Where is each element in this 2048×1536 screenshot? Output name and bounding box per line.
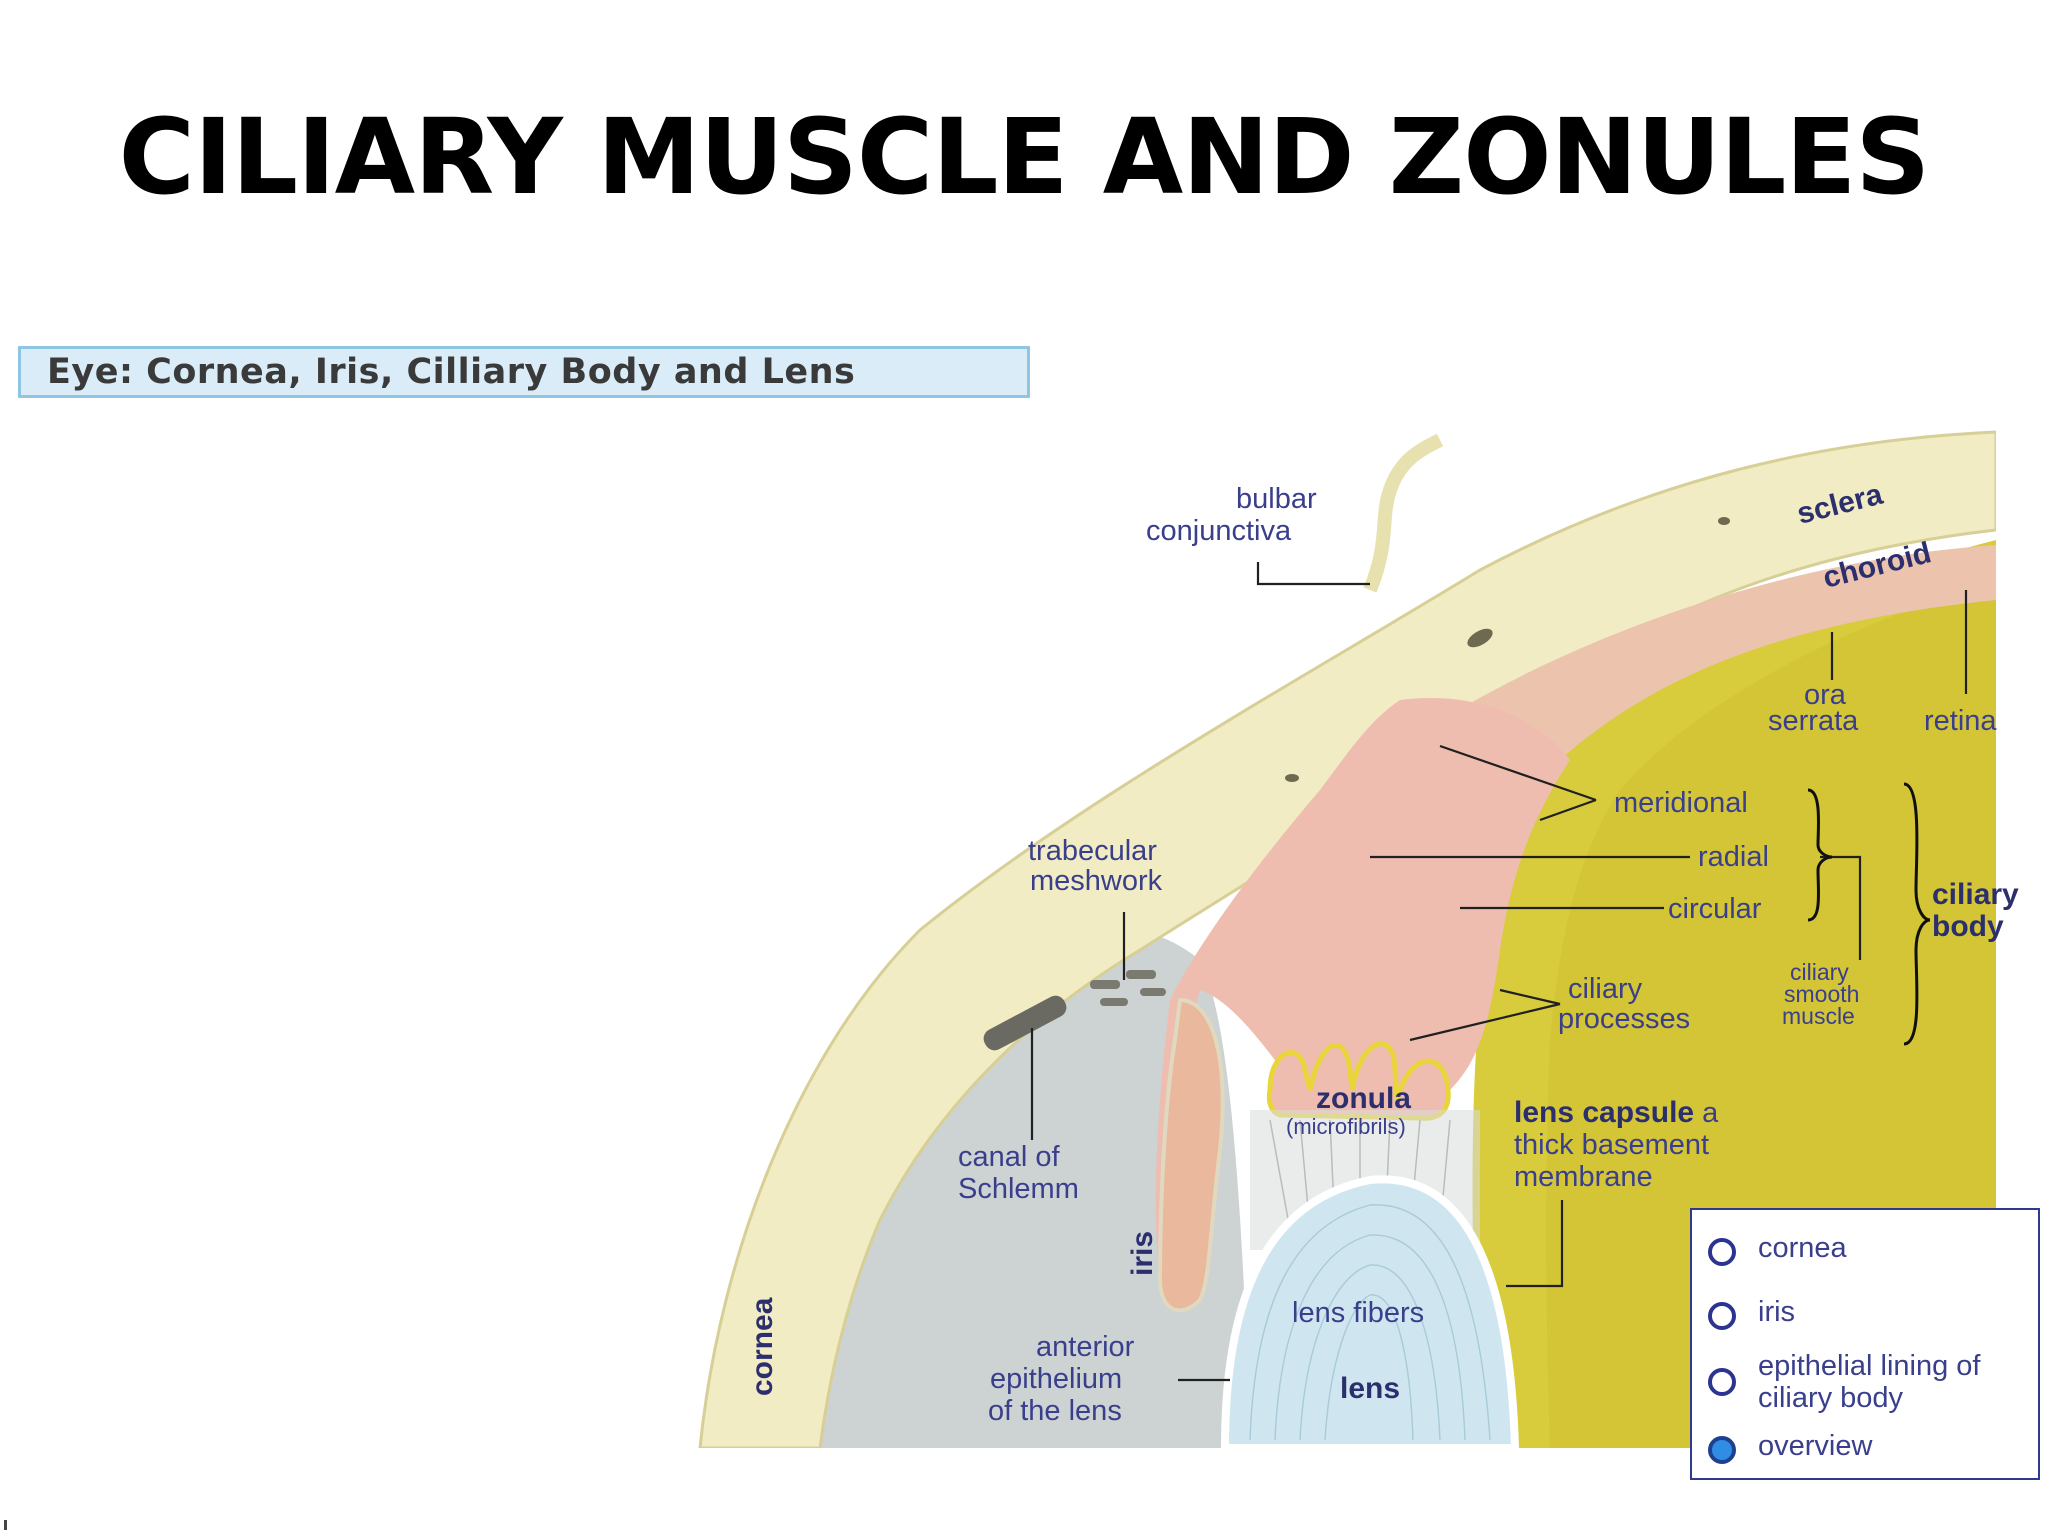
- sclera-region: [698, 430, 1996, 1448]
- ciliary-body-brace: [1903, 782, 1931, 1046]
- ciliary-body-region: [1155, 698, 1570, 1297]
- lens-shape: [1220, 1175, 1520, 1448]
- canal-of-schlemm-shape: [983, 995, 1067, 1051]
- label-lens-capsule: lens capsule a: [1514, 1096, 1719, 1129]
- label-lens: lens: [1340, 1372, 1400, 1405]
- label-muscle-ciliary: ciliary: [1790, 959, 1849, 985]
- label-lens-capsule-bold: lens capsule: [1514, 1096, 1694, 1129]
- label-meridional: meridional: [1614, 787, 1748, 819]
- leader-muscle-bracket: [1820, 855, 1862, 960]
- radio-overview-icon[interactable]: [1708, 1436, 1736, 1464]
- label-microfibrils: (microfibrils): [1286, 1114, 1406, 1139]
- slide-title: CILIARY MUSCLE AND ZONULES: [118, 96, 1931, 218]
- legend-item-iris[interactable]: iris: [1708, 1296, 1795, 1330]
- legend-item-epithelial[interactable]: epithelial lining of ciliary body: [1708, 1350, 2028, 1414]
- label-meshwork: meshwork: [1030, 865, 1163, 897]
- legend-item-cornea[interactable]: cornea: [1708, 1232, 1847, 1266]
- legend-label-overview: overview: [1758, 1430, 1873, 1462]
- label-anterior: anterior: [1036, 1331, 1135, 1363]
- muscle-brace: [1807, 788, 1833, 922]
- label-epithelium: epithelium: [990, 1363, 1122, 1395]
- leader-bulbar-conjunctiva: [1256, 562, 1370, 586]
- label-retina: retina: [1924, 705, 1997, 737]
- anterior-chamber: [760, 926, 1250, 1448]
- label-ciliary-processes-2: processes: [1558, 1003, 1690, 1035]
- label-radial: radial: [1698, 841, 1769, 873]
- label-muscle-smooth: smooth: [1784, 981, 1859, 1007]
- label-thick-basement: thick basement: [1514, 1129, 1709, 1161]
- label-circular: circular: [1668, 893, 1762, 925]
- label-schlemm: Schlemm: [958, 1173, 1079, 1205]
- label-muscle-muscle: muscle: [1782, 1003, 1855, 1029]
- leader-meridional-2: [1539, 798, 1597, 822]
- legend-item-overview[interactable]: overview: [1708, 1430, 1872, 1464]
- label-cornea: cornea: [746, 1297, 779, 1396]
- label-iris: iris: [1126, 1231, 1159, 1276]
- label-ora: ora: [1804, 679, 1847, 711]
- label-ciliary: ciliary: [1932, 878, 2019, 911]
- legend-label-iris: iris: [1758, 1296, 1796, 1328]
- label-zonula: zonula: [1316, 1082, 1411, 1115]
- stray-mark: [4, 1520, 7, 1530]
- label-serrata: serrata: [1768, 705, 1859, 737]
- label-bulbar: bulbar: [1236, 483, 1317, 515]
- legend-panel: cornea iris epithelial lining of ciliary…: [1690, 1208, 2040, 1480]
- legend-label-cornea: cornea: [1758, 1232, 1847, 1264]
- leader-ciliary-processes-2: [1409, 1002, 1561, 1042]
- figure-header: Eye: Cornea, Iris, Cilliary Body and Len…: [18, 346, 1030, 398]
- label-lens-capsule-a: a: [1694, 1097, 1719, 1129]
- label-lens-fibers: lens fibers: [1292, 1297, 1424, 1329]
- leader-ciliary-processes-1: [1499, 988, 1561, 1006]
- label-ciliary-processes-1: ciliary: [1568, 973, 1643, 1005]
- trabecular-meshwork-shape: [1090, 970, 1166, 1006]
- legend-label-epithelial: epithelial lining of ciliary body: [1758, 1350, 1981, 1414]
- leader-meridional-1: [1439, 744, 1597, 802]
- label-body: body: [1932, 910, 2004, 943]
- label-trabecular: trabecular: [1028, 835, 1157, 867]
- iris-shape: [1157, 997, 1225, 1313]
- label-of-the-lens: of the lens: [988, 1395, 1122, 1427]
- label-conjunctiva: conjunctiva: [1146, 515, 1292, 547]
- radio-epithelial-icon[interactable]: [1708, 1368, 1736, 1396]
- label-membrane: membrane: [1514, 1161, 1653, 1193]
- label-canal-of: canal of: [958, 1141, 1061, 1173]
- conjunctiva-strand: [1363, 433, 1444, 593]
- radio-cornea-icon[interactable]: [1708, 1238, 1736, 1266]
- radio-iris-icon[interactable]: [1708, 1302, 1736, 1330]
- leader-lens-capsule: [1506, 1200, 1564, 1288]
